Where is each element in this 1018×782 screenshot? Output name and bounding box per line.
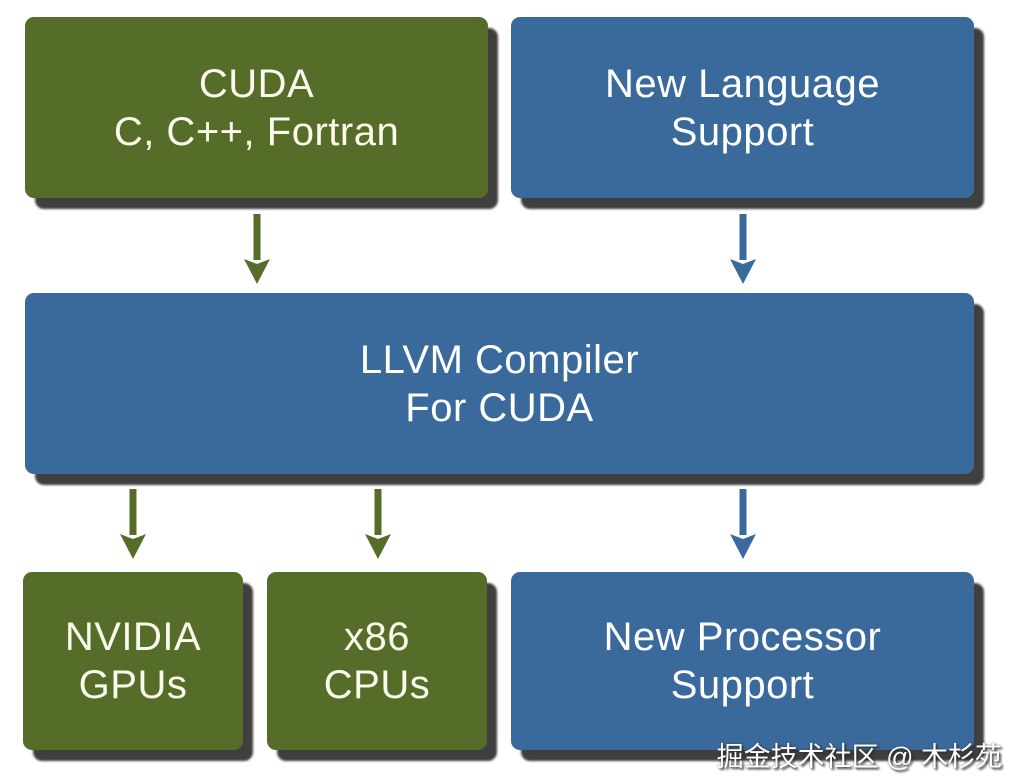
node-cuda: CUDA C, C++, Fortran (25, 17, 488, 198)
node-new-language-support: New Language Support (511, 17, 974, 198)
node-new-language-line2: Support (670, 109, 815, 154)
arrow-llvm-to-x86-cpus (365, 489, 391, 559)
node-new-language-line1: New Language (604, 61, 881, 106)
node-nvidia-gpus: NVIDIA GPUs (23, 572, 243, 750)
node-x86-line2: CPUs (323, 663, 431, 707)
node-x86-line1: x86 (344, 615, 410, 659)
node-new-processor-support: New Processor Support (511, 572, 974, 750)
node-x86-cpus: x86 CPUs (267, 572, 487, 750)
down-arrow-icon (730, 489, 756, 559)
node-llvm-line1: LLVM Compiler (359, 337, 640, 382)
arrow-cuda-to-llvm (244, 214, 270, 284)
arrow-llvm-to-nvidia-gpus (120, 489, 146, 559)
down-arrow-icon (730, 214, 756, 284)
down-arrow-icon (365, 489, 391, 559)
node-nvidia-line1: NVIDIA (64, 615, 202, 659)
node-new-processor-line2: Support (670, 663, 815, 707)
node-llvm-compiler: LLVM Compiler For CUDA (25, 293, 974, 474)
down-arrow-icon (120, 489, 146, 559)
node-llvm-line2: For CUDA (405, 385, 594, 430)
node-new-processor-line1: New Processor (603, 615, 882, 659)
node-cuda-line2: C, C++, Fortran (113, 109, 400, 154)
arrow-llvm-to-new-processor (730, 489, 756, 559)
node-nvidia-line2: GPUs (78, 663, 188, 707)
down-arrow-icon (244, 214, 270, 284)
arrow-new-language-to-llvm (730, 214, 756, 284)
node-cuda-line1: CUDA (198, 61, 315, 106)
watermark: 掘金技术社区 @ 木杉苑 (716, 742, 1002, 772)
